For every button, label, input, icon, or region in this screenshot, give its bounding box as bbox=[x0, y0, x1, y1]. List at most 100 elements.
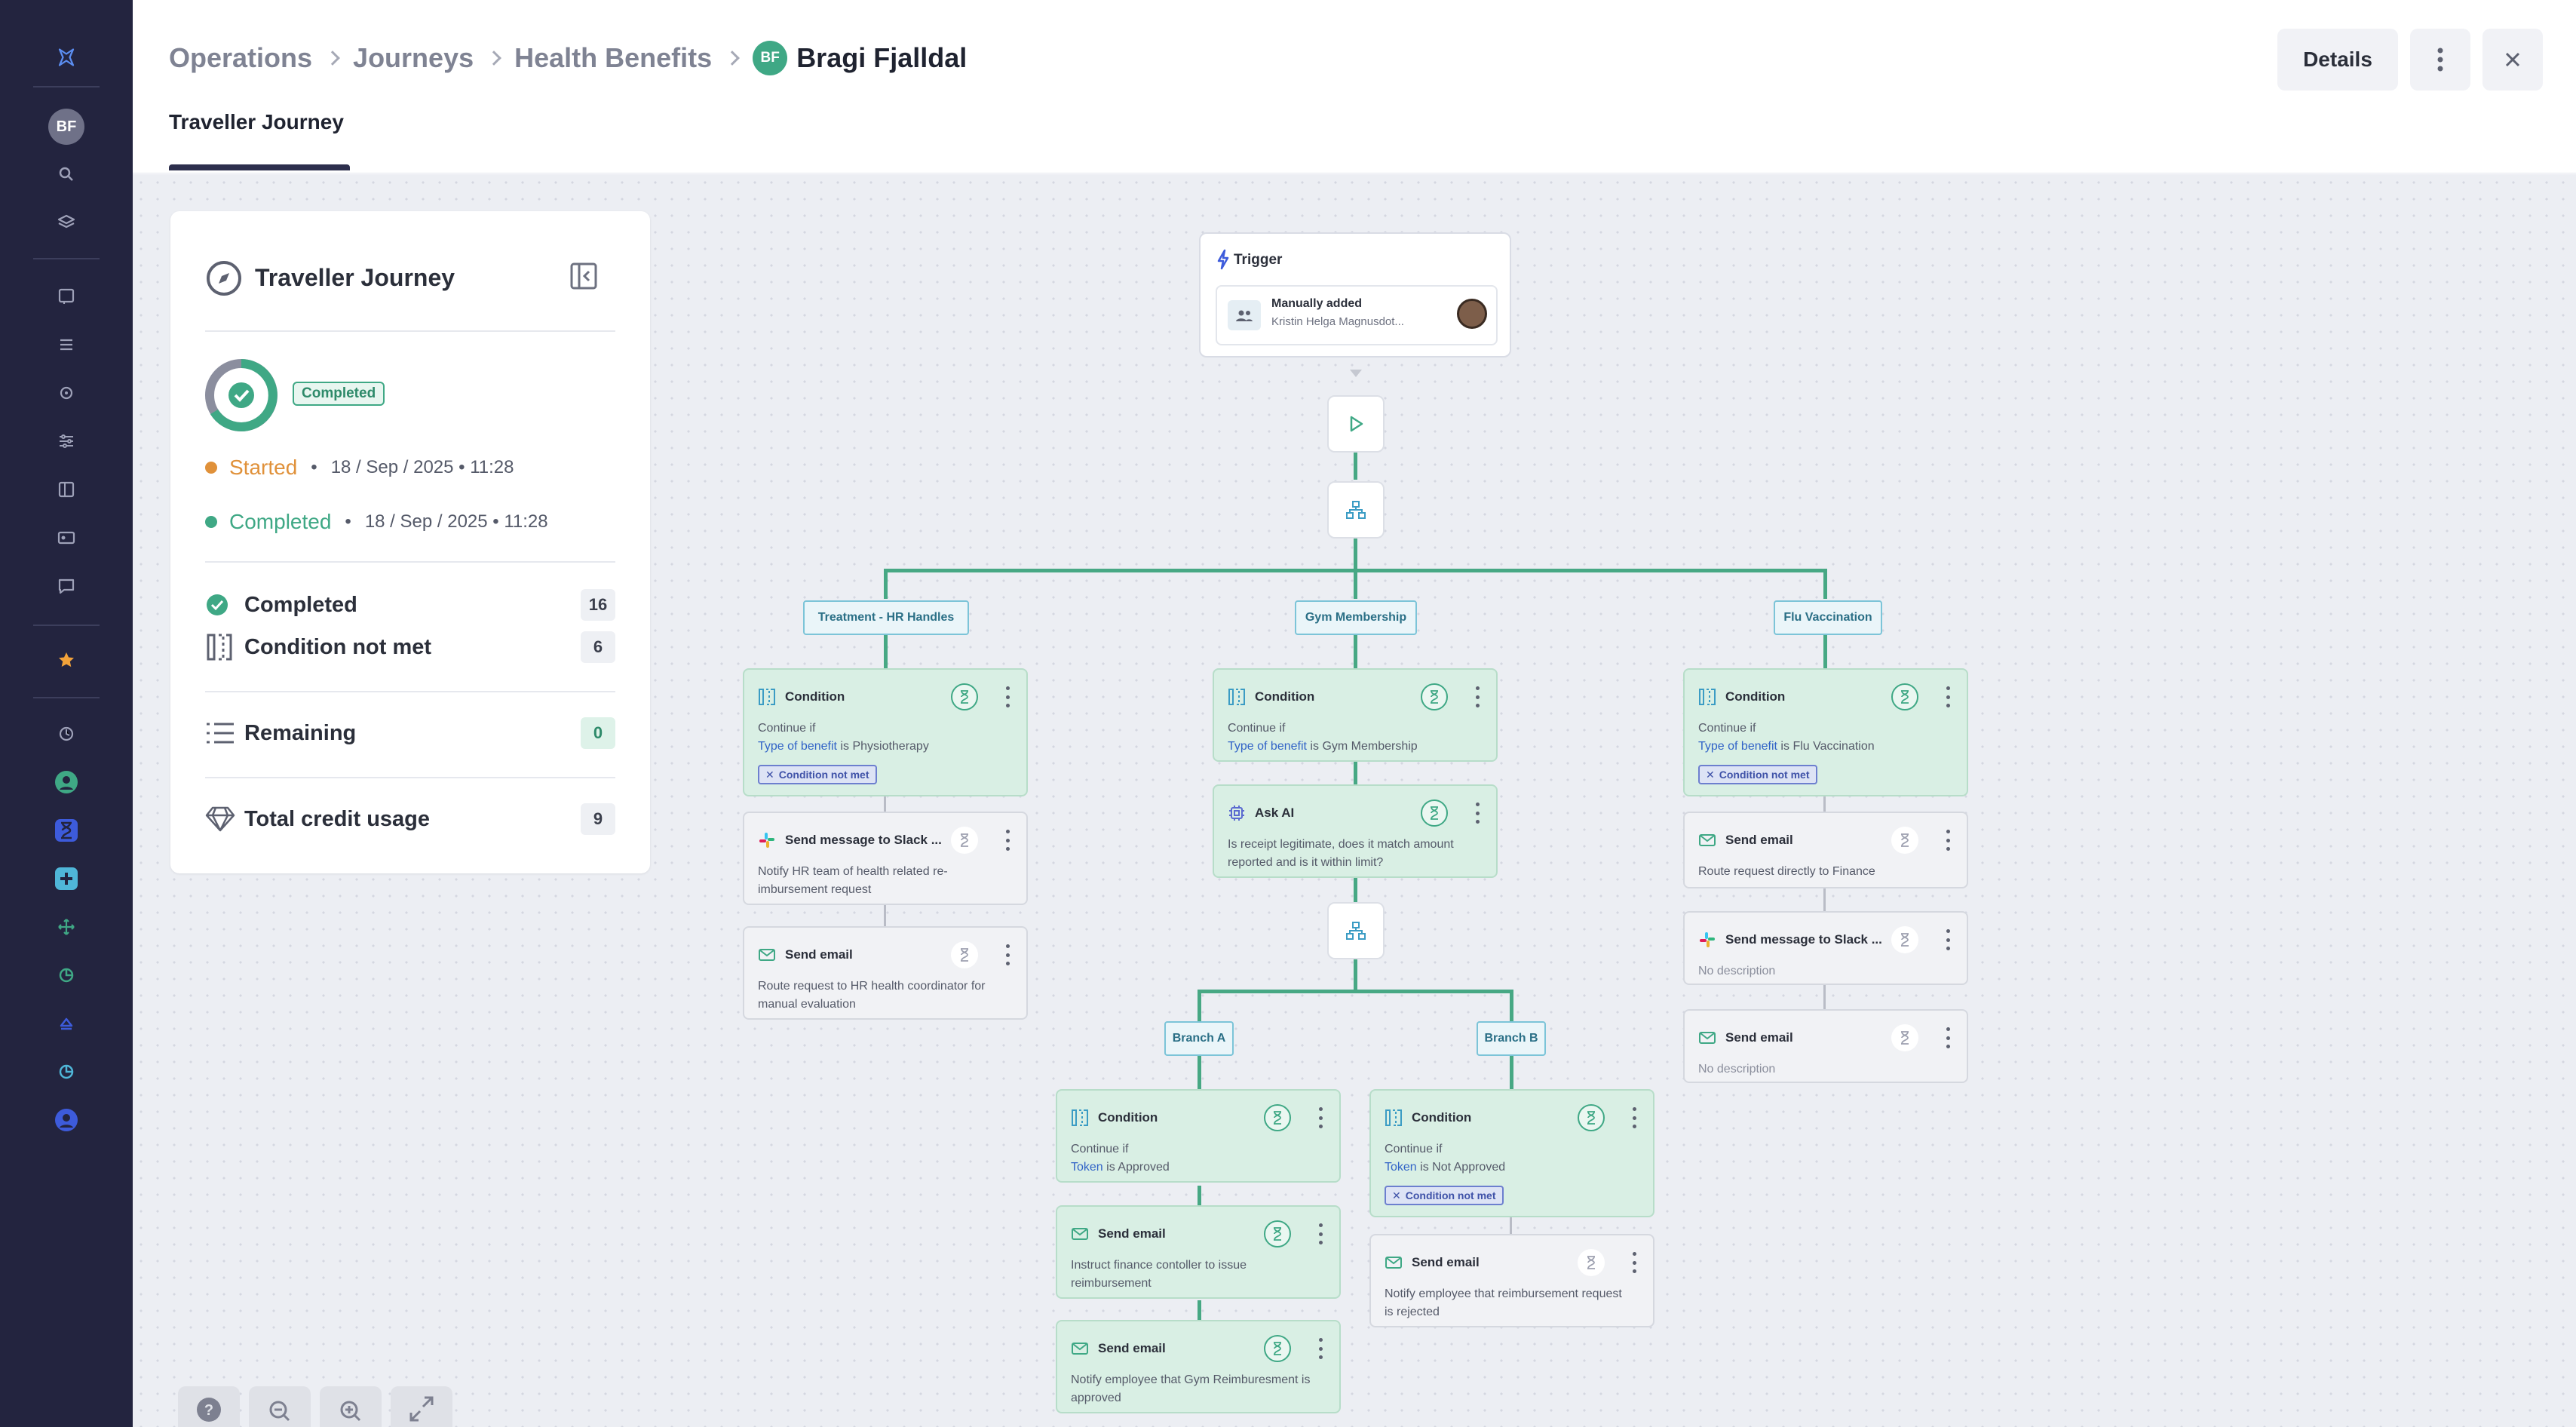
rail-integrations[interactable] bbox=[44, 374, 89, 412]
node-menu-button[interactable] bbox=[1002, 944, 1013, 965]
stat-condition-not-met: Condition not met 6 bbox=[205, 631, 615, 664]
node-menu-button[interactable] bbox=[1943, 830, 1953, 851]
list-icon bbox=[207, 723, 234, 744]
rail-search[interactable] bbox=[44, 155, 89, 193]
node-menu-button[interactable] bbox=[1943, 686, 1953, 707]
node-menu-button[interactable] bbox=[1472, 686, 1483, 707]
branch-label-a[interactable]: Branch A bbox=[1164, 1021, 1234, 1056]
rail-app-4[interactable] bbox=[44, 860, 89, 898]
search-icon bbox=[59, 167, 73, 181]
node-menu-button[interactable] bbox=[1629, 1252, 1639, 1273]
details-button[interactable]: Details bbox=[2277, 29, 2398, 91]
condition-icon bbox=[207, 634, 232, 661]
rail-layers[interactable] bbox=[44, 204, 89, 241]
breadcrumb-health-benefits[interactable]: Health Benefits bbox=[514, 42, 713, 73]
zoom-out-button[interactable] bbox=[249, 1386, 311, 1427]
expand-icon bbox=[409, 1396, 434, 1422]
pending-status-icon bbox=[1891, 1024, 1918, 1051]
hourglass-icon bbox=[61, 821, 72, 839]
rail-app-2[interactable] bbox=[44, 763, 89, 801]
pending-status-icon bbox=[951, 941, 978, 968]
email-node[interactable]: Send email Notify employee that reimburs… bbox=[1369, 1234, 1654, 1327]
email-node[interactable]: Send email Route request to HR health co… bbox=[743, 926, 1028, 1020]
compass-icon bbox=[207, 261, 241, 296]
collapse-panel-button[interactable] bbox=[569, 261, 599, 291]
rail-layout[interactable] bbox=[44, 471, 89, 508]
split-node[interactable] bbox=[1327, 902, 1385, 959]
slack-icon bbox=[1700, 932, 1715, 947]
rail-messages[interactable] bbox=[44, 567, 89, 605]
ask-ai-node[interactable]: Ask AI Is receipt legitimate, does it ma… bbox=[1213, 784, 1498, 878]
start-node[interactable] bbox=[1327, 395, 1385, 453]
rail-favorites[interactable] bbox=[44, 641, 89, 679]
help-button[interactable]: ? bbox=[178, 1386, 240, 1427]
email-node[interactable]: Send email No description bbox=[1683, 1009, 1968, 1083]
breadcrumb-journeys[interactable]: Journeys bbox=[353, 42, 474, 73]
done-status-icon bbox=[1891, 683, 1918, 710]
eject-icon bbox=[60, 1017, 73, 1030]
stat-count: 0 bbox=[581, 717, 615, 749]
rail-app-3[interactable] bbox=[44, 812, 89, 849]
app-logo[interactable] bbox=[44, 35, 89, 80]
stat-remaining: Remaining 0 bbox=[205, 717, 615, 750]
close-button[interactable] bbox=[2482, 29, 2543, 91]
rail-app-5[interactable] bbox=[44, 908, 89, 946]
node-menu-button[interactable] bbox=[1002, 830, 1013, 851]
breadcrumb-operations[interactable]: Operations bbox=[169, 42, 313, 73]
fit-view-button[interactable] bbox=[391, 1386, 452, 1427]
trigger-node[interactable]: Trigger Manually added Kristin Helga Mag… bbox=[1199, 232, 1511, 358]
sliders-icon bbox=[60, 434, 73, 448]
node-menu-button[interactable] bbox=[1472, 802, 1483, 824]
node-menu-button[interactable] bbox=[1943, 1027, 1953, 1048]
mail-icon bbox=[1699, 834, 1716, 846]
more-options-button[interactable] bbox=[2410, 29, 2470, 91]
page-title: Bragi Fjalldal bbox=[796, 42, 968, 73]
branch-label-flu[interactable]: Flu Vaccination bbox=[1774, 600, 1882, 635]
rail-contacts[interactable] bbox=[44, 519, 89, 557]
node-menu-button[interactable] bbox=[1315, 1338, 1326, 1359]
trigger-source[interactable]: Manually added Kristin Helga Magnusdot..… bbox=[1216, 285, 1498, 345]
list-icon bbox=[60, 339, 72, 351]
started-line: Started • 18 / Sep / 2025 • 11:28 bbox=[205, 456, 514, 480]
branch-label-gym[interactable]: Gym Membership bbox=[1295, 600, 1417, 635]
node-menu-button[interactable] bbox=[1002, 686, 1013, 707]
done-status-icon bbox=[951, 683, 978, 710]
email-node[interactable]: Send email Instruct finance contoller to… bbox=[1056, 1205, 1341, 1299]
rail-inbox[interactable] bbox=[44, 278, 89, 315]
person-avatar bbox=[1457, 299, 1487, 329]
stat-count: 9 bbox=[581, 803, 615, 835]
check-icon bbox=[228, 382, 254, 408]
rail-app-6[interactable] bbox=[44, 956, 89, 994]
email-node[interactable]: Send email Notify employee that Gym Reim… bbox=[1056, 1320, 1341, 1413]
rail-app-1[interactable] bbox=[44, 715, 89, 753]
rail-filters[interactable] bbox=[44, 422, 89, 460]
tab-traveller-journey[interactable]: Traveller Journey bbox=[169, 110, 344, 133]
rail-list[interactable] bbox=[44, 326, 89, 364]
email-node[interactable]: Send email Route request directly to Fin… bbox=[1683, 812, 1968, 888]
user-avatar[interactable]: BF bbox=[48, 109, 84, 145]
rail-app-7[interactable] bbox=[44, 1005, 89, 1042]
split-node[interactable] bbox=[1327, 481, 1385, 539]
stat-label: Condition not met bbox=[244, 634, 432, 659]
node-menu-button[interactable] bbox=[1943, 929, 1953, 950]
stat-completed: Completed 16 bbox=[205, 588, 615, 621]
branch-label-b[interactable]: Branch B bbox=[1477, 1021, 1546, 1056]
node-menu-button[interactable] bbox=[1315, 1223, 1326, 1244]
puzzle-icon bbox=[60, 386, 73, 400]
rail-app-9[interactable] bbox=[44, 1101, 89, 1139]
condition-icon bbox=[759, 689, 775, 705]
zoom-in-button[interactable] bbox=[320, 1386, 382, 1427]
slack-node[interactable]: Send message to Slack ... Notify HR team… bbox=[743, 812, 1028, 905]
branch-label-treatment[interactable]: Treatment - HR Handles bbox=[803, 600, 969, 635]
node-menu-button[interactable] bbox=[1315, 1107, 1326, 1128]
slack-node[interactable]: Send message to Slack ... No description bbox=[1683, 911, 1968, 985]
node-menu-button[interactable] bbox=[1629, 1107, 1639, 1128]
rail-app-8[interactable] bbox=[44, 1053, 89, 1091]
layout-icon bbox=[58, 481, 75, 498]
completed-time: 18 / Sep / 2025 • 11:28 bbox=[364, 511, 548, 532]
